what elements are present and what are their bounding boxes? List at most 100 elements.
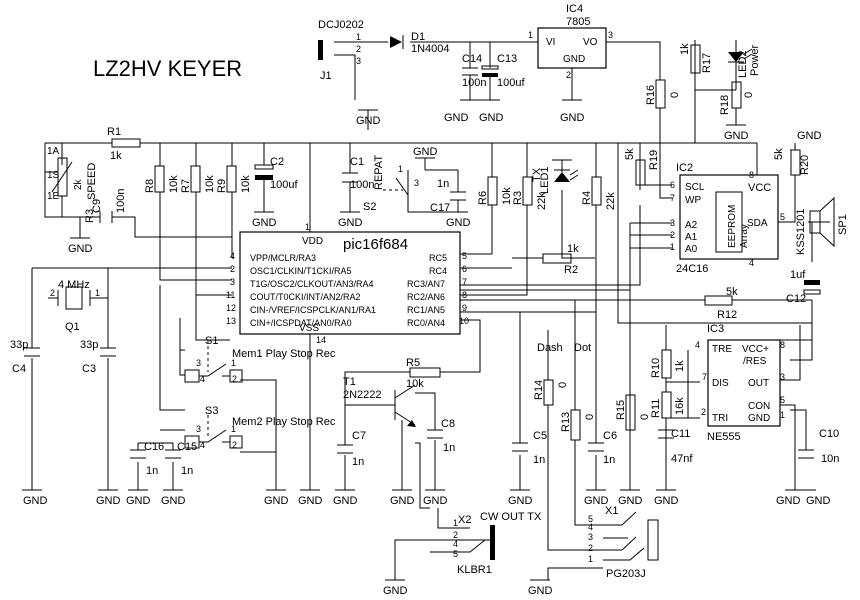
capacitor-c7-ref: C7	[352, 430, 366, 442]
capacitor-c11-value: 47nf	[671, 453, 693, 465]
capacitor-c9-value: 100n	[115, 189, 127, 213]
pic-pin-label-3: T1G/OSC2/CLKOUT/AN3/RA4	[250, 279, 374, 289]
gnd-label-c16: GND	[126, 495, 151, 507]
timer-pin-num-7: 7	[702, 372, 707, 382]
capacitor-c6-value: 1n	[603, 454, 615, 466]
eeprom-pin-num-8: 8	[749, 170, 754, 180]
ground-symbols: GND GND GND GND GND GND GND GND GND GND …	[22, 99, 831, 597]
connector-x2-pin-4: 4	[453, 539, 458, 549]
capacitor-c2-value: 100uf	[270, 179, 298, 191]
ic-pic16f684: VDD 1 pic16f684 VSS 14 VPP/MCLR/RA3 OSC1…	[226, 222, 469, 345]
resistor-r7-ref: R7	[180, 179, 192, 193]
led2-ref: LED2	[737, 50, 749, 78]
diode-d1: D1 1N4004	[390, 31, 450, 55]
capacitor-c1-value: 100n	[350, 179, 374, 191]
regulator-vi: VI	[546, 37, 555, 48]
crystal-q1: 4 MHz Q1 2 1	[50, 279, 100, 333]
pic-pin-num-4: 4	[230, 251, 235, 261]
resistor-r19-value: 5k	[624, 148, 636, 160]
capacitor-c12-value: 1uf	[790, 269, 806, 281]
resistor-r18-value: 0	[743, 92, 755, 98]
led2-power: LED2 Power	[728, 44, 761, 78]
gnd-label-x1: GND	[528, 585, 553, 597]
resistor-r2-ref: R2	[564, 264, 578, 276]
ic-24c16-eeprom: IC2 24C16 VCC SCL WP A2 A1 A0 SDA 6 7 3 …	[670, 162, 785, 275]
capacitor-c8-ref: C8	[441, 418, 455, 430]
resistor-r14-ref: R14	[533, 380, 545, 400]
regulator-part: 7805	[566, 16, 590, 28]
pic-pin-num-12: 12	[226, 303, 236, 313]
gnd-label-s2: GND	[413, 146, 438, 158]
gnd-label-c2: GND	[252, 217, 277, 229]
eeprom-pin-num-3: 3	[670, 218, 675, 228]
resistor-r19-ref: R19	[648, 150, 660, 170]
pic-pin-label-12: CIN-/VREF/ICSPCLK/AN1/RA1	[250, 305, 376, 315]
pot-pin-1s: 1S	[47, 170, 60, 181]
pic-vdd-label: VDD	[302, 236, 323, 247]
pic-pin-num-7: 7	[462, 277, 467, 287]
connector-x2-part: KLBR1	[457, 564, 492, 576]
pic-pin-num-10: 10	[459, 316, 469, 326]
capacitor-c7-value: 1n	[352, 456, 364, 468]
eeprom-pin-label-a2: A2	[685, 220, 698, 231]
power-jack-j1: DCJ0202 J1 1 2 3	[318, 19, 364, 82]
capacitor-c4-ref: C4	[12, 363, 26, 375]
speaker-part: KSS1201	[795, 209, 807, 255]
gnd-label-c11: GND	[654, 495, 679, 507]
resistor-r18-ref: R18	[719, 95, 731, 115]
switch-s2-pin-1: 1	[398, 164, 403, 174]
resistor-r16-value: 0	[669, 92, 681, 98]
resistor-r5-ref: R5	[406, 357, 420, 369]
schematic-title: LZ2HV KEYER	[93, 56, 242, 81]
pic-pin-label-rc0: RC0/AN4	[407, 318, 445, 328]
gnd-label-c10: GND	[806, 495, 831, 507]
capacitor-c16-value: 1n	[146, 465, 158, 477]
gnd-label-c5: GND	[508, 495, 533, 507]
resistor-r12-ref: R12	[717, 309, 737, 321]
pot-r3-speed: 1A 1S 1E 2k SPEED R3	[47, 146, 98, 223]
timer-pin-label-res: /RES	[743, 356, 767, 367]
resistor-r15-ref: R15	[615, 400, 627, 420]
switch-s3-label: Mem2 Play Stop Rec	[232, 416, 336, 428]
resistor-r13-ref: R13	[560, 412, 572, 432]
resistor-r20-ref: R20	[799, 155, 811, 175]
gnd-label-c13: GND	[479, 112, 504, 124]
timer-pin-label-vcc: VCC+	[742, 344, 769, 355]
capacitor-c5-ref: C5	[533, 430, 547, 442]
capacitor-c13-value: 100uf	[497, 77, 525, 89]
pot-pin-1e: 1E	[47, 191, 60, 202]
pic-vss-label: VSS	[299, 323, 319, 334]
eeprom-pin-label-wp: WP	[685, 195, 701, 206]
eeprom-pin-num-6: 6	[670, 180, 675, 190]
resistor-r17-ref: R17	[701, 53, 713, 73]
ic-7805-regulator: IC4 7805 VI VO GND 1 3 2	[528, 3, 613, 80]
timer-pin-label-dis: DIS	[712, 378, 729, 389]
transistor-part: 2N2222	[343, 389, 382, 401]
eeprom-pin-num-2: 2	[670, 230, 675, 240]
pic-pin-num-9: 9	[462, 303, 467, 313]
resistor-r20-value: 5k	[773, 148, 785, 160]
pot-ref: R3	[84, 209, 96, 223]
timer-pin-num-2: 2	[701, 407, 706, 417]
resistor-r3-ref: R3	[512, 191, 524, 205]
eeprom-vcc: VCC	[748, 182, 771, 194]
capacitor-c2-ref: C2	[270, 156, 284, 168]
eeprom-pin-num-5: 5	[780, 212, 785, 222]
pic-pin-label-rc4: RC4	[429, 266, 447, 276]
timer-pin-label-tre: TRE	[712, 344, 732, 355]
speaker-ref: SP1	[837, 214, 849, 235]
connector-x1-pin-4: 4	[588, 522, 593, 532]
switch-s1-pin-3: 3	[196, 358, 201, 368]
led2-name: Power	[749, 44, 761, 76]
gnd-label-c17: GND	[446, 217, 471, 229]
gnd-label-sp: GND	[797, 130, 822, 142]
resistor-r9-value: 10k	[240, 175, 252, 193]
capacitor-c12-ref: C12	[786, 293, 806, 305]
resistor-r6-ref: R6	[477, 191, 489, 205]
eeprom-body-line1: EEPROM	[727, 205, 738, 248]
timer-pin-num-3: 3	[780, 372, 785, 382]
connector-x2-label: CW OUT TX	[480, 511, 542, 523]
capacitor-c6-ref: C6	[603, 430, 617, 442]
pic-pin-label-rc1: RC1/AN5	[407, 305, 445, 315]
